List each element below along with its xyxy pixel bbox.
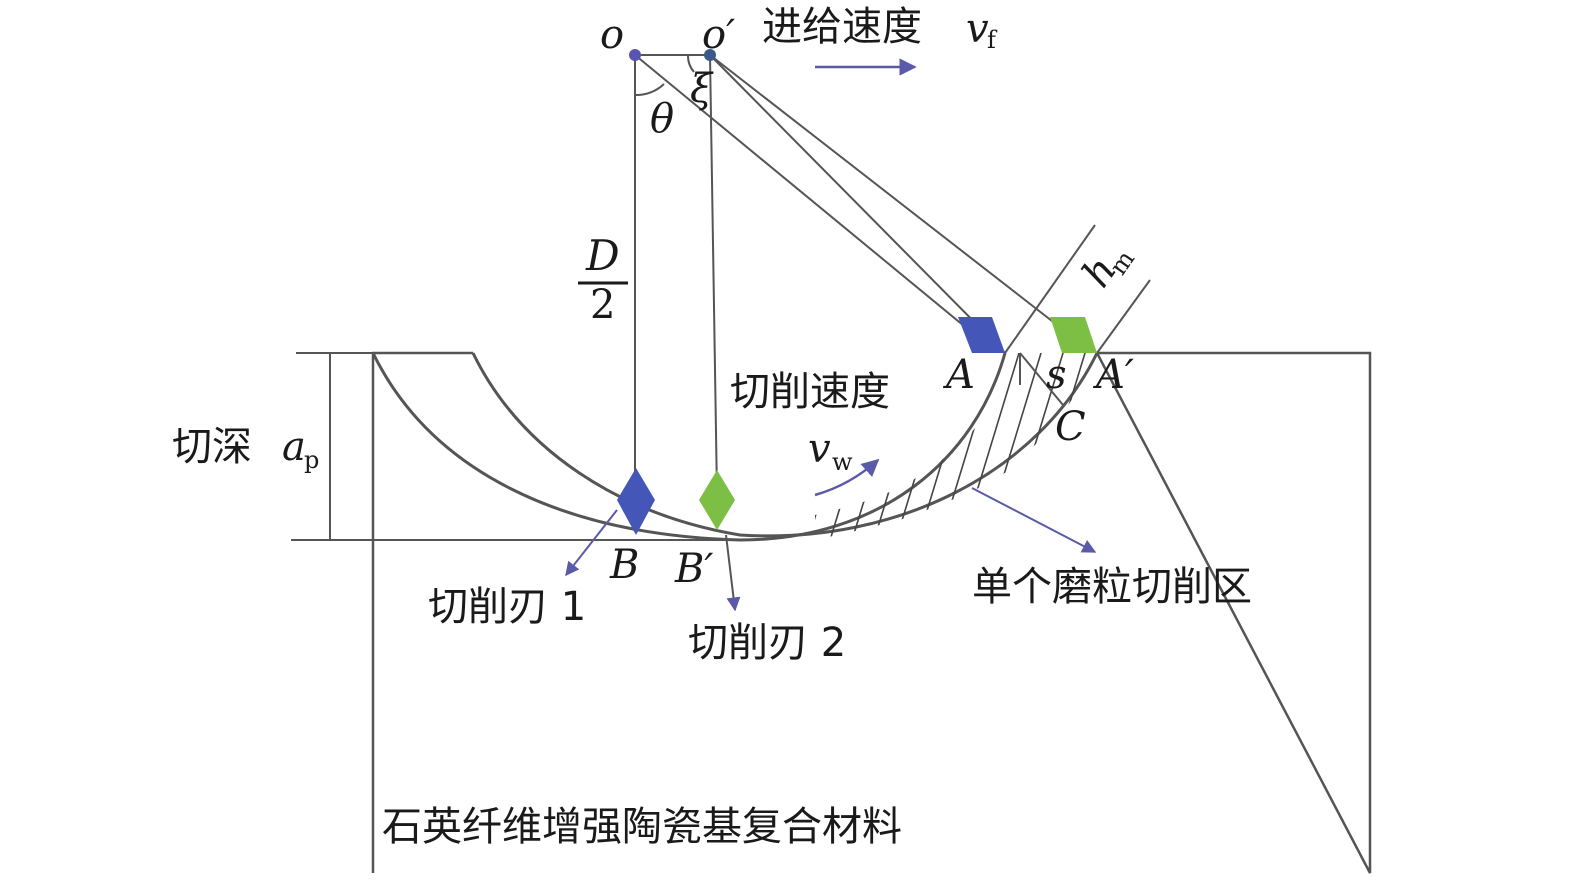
hm-line-1 [1096, 279, 1151, 354]
label-B: B [609, 542, 639, 588]
label-C: C [1055, 404, 1086, 450]
label-o-prime: o′ [702, 12, 735, 58]
label-vw-w: w [832, 448, 853, 476]
label-edge2: 切削刃 2 [688, 620, 846, 666]
hatch-line [845, 353, 917, 540]
label-a: a [282, 424, 306, 470]
cut-arc-outer [471, 352, 1099, 538]
label-cut-depth: 切深 [172, 424, 252, 470]
label-cutting-speed: 切削速度 [730, 369, 890, 415]
zone-arrow [971, 487, 1097, 553]
center-o [629, 49, 641, 61]
grain-Aprime-green [1050, 317, 1097, 353]
label-xi: ξ [690, 66, 714, 112]
label-A: A [942, 352, 975, 398]
s-line [1019, 352, 1064, 406]
cut-arc-inner [371, 352, 1007, 542]
oprime-to-Aprime [709, 54, 1071, 336]
theta-arc [634, 83, 665, 97]
center-o-prime [704, 49, 716, 61]
label-theta: θ [650, 96, 674, 142]
label-feed-speed: 进给速度 [762, 4, 922, 50]
hatch-line [867, 353, 939, 540]
radius-line-o-prime [709, 54, 718, 496]
label-single-grain-zone: 单个磨粒切削区 [972, 564, 1252, 610]
label-material: 石英纤维增强陶瓷基复合材料 [382, 804, 902, 850]
label-p: p [304, 446, 319, 474]
o-to-A [634, 54, 976, 336]
label-o: o [600, 12, 624, 58]
label-D: D [585, 231, 620, 280]
edge2-arrow [725, 534, 741, 612]
label-v: v [966, 6, 989, 52]
label-B-prime: B′ [674, 546, 713, 592]
label-two: 2 [590, 282, 615, 328]
label-vw-v: v [808, 426, 831, 472]
label-f: f [987, 26, 998, 54]
label-edge1: 切削刃 1 [428, 584, 586, 630]
label-A-prime: A′ [1092, 352, 1134, 398]
oprime-to-A [709, 54, 1006, 354]
hatch-line [977, 353, 1049, 540]
xi-arc [686, 54, 695, 73]
grain-A-blue [958, 317, 1005, 353]
hm-line-2 [1004, 224, 1096, 354]
label-s: s [1046, 352, 1067, 398]
vw-arrow [814, 458, 880, 497]
grain-Bprime-green [699, 470, 735, 530]
edge1-arrow [565, 509, 618, 577]
grain-B-blue [617, 468, 655, 535]
